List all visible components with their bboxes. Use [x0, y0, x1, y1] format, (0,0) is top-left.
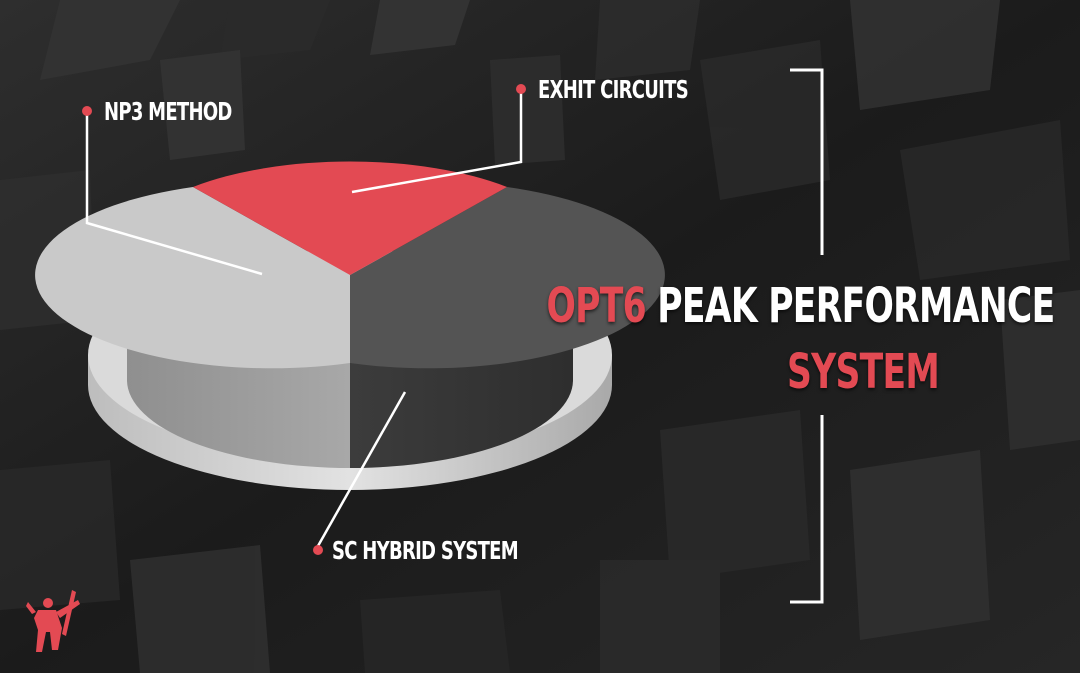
dot-exhit-circuits: [516, 84, 526, 94]
title-line-1: OPT6 PEAK PERFORMANCE: [546, 278, 1055, 334]
leader-lines: [85, 91, 523, 547]
slice-exhit-circuits: [193, 161, 507, 275]
dot-sc-hybrid-system: [313, 545, 323, 555]
leader-sc-hybrid-system: [316, 391, 407, 547]
bracket-bottom: [790, 415, 824, 604]
label-sc-hybrid-system: SC HYBRID SYSTEM: [332, 536, 519, 565]
slice-sc-hybrid-system: [350, 187, 665, 369]
title-line-2: SYSTEM: [787, 344, 940, 400]
bracket-top: [790, 68, 824, 255]
slice-np3-method: [35, 187, 351, 369]
label-np3-method: NP3 METHOD: [104, 97, 232, 126]
title-rest: PEAK PERFORMANCE: [656, 278, 1055, 334]
title-accent: OPT6: [546, 278, 646, 334]
leader-np3-method: [85, 113, 263, 276]
dot-np3-method: [82, 106, 92, 116]
title-bracket: [790, 68, 824, 604]
hockey-player-logo-icon: [26, 590, 80, 652]
leader-exhit-circuits: [351, 91, 523, 194]
label-exhit-circuits: EXHIT CIRCUITS: [538, 75, 689, 104]
